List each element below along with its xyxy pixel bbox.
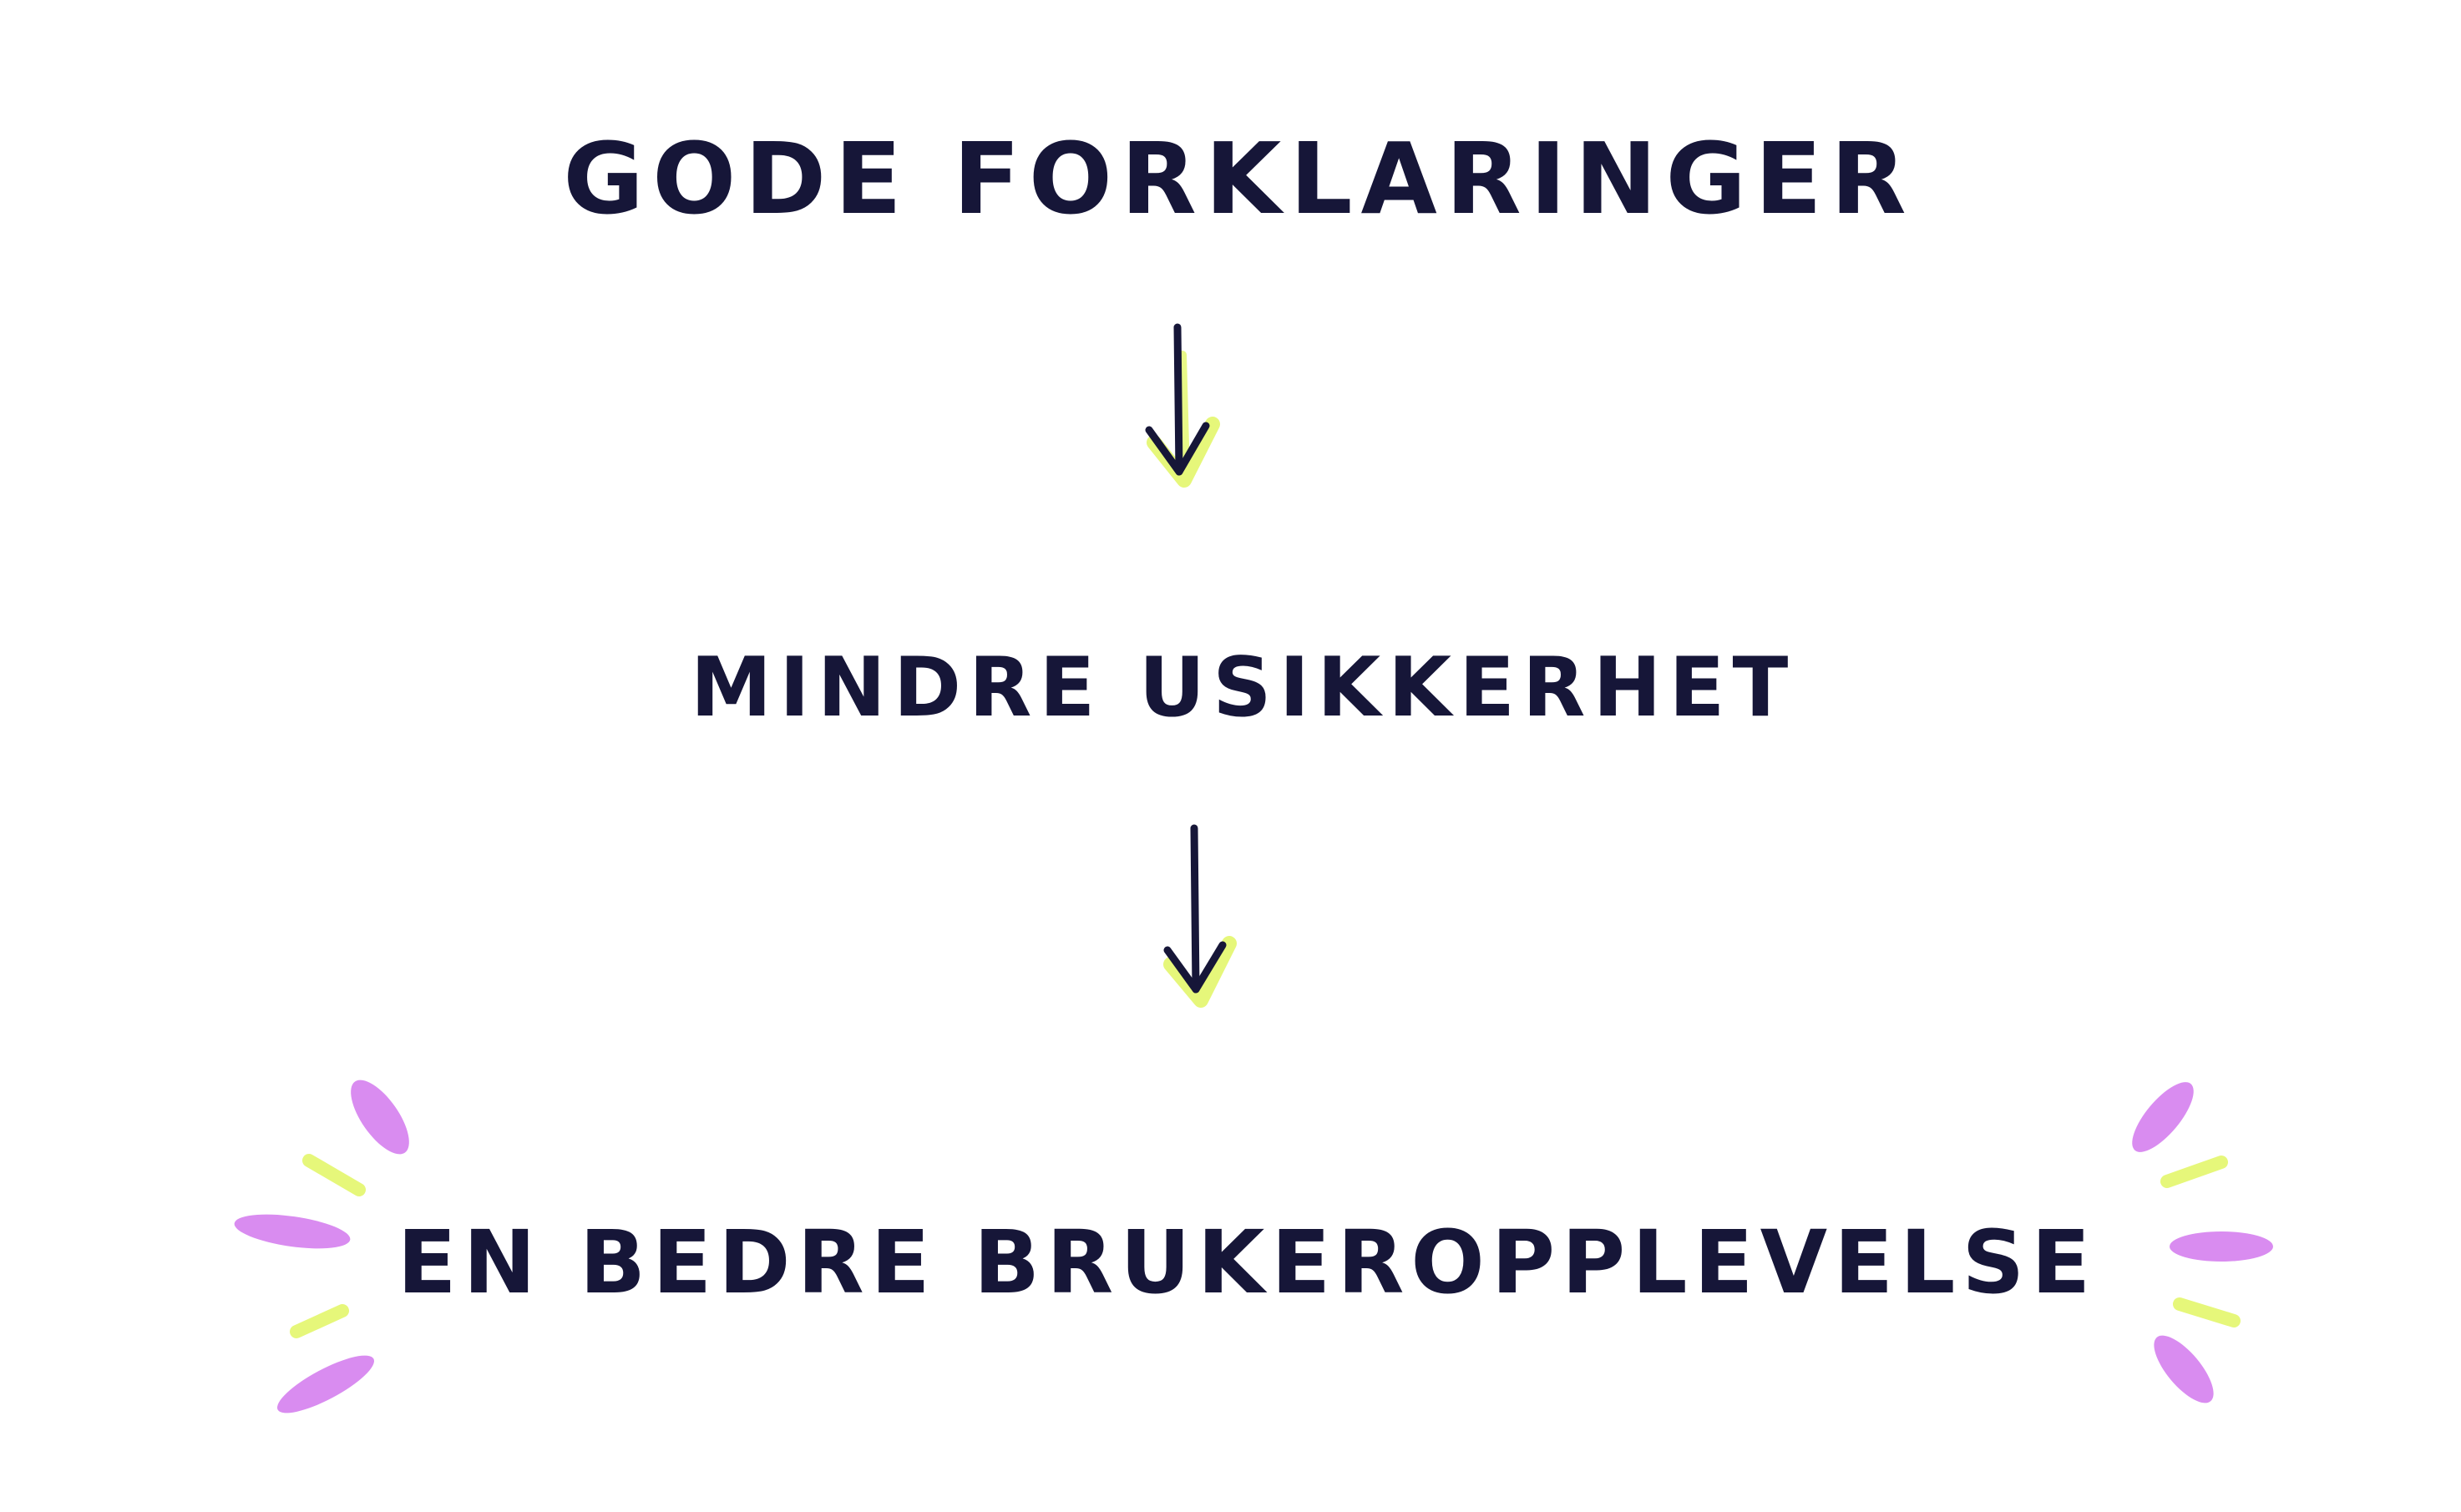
- sparkle-burst-icon: [234, 1080, 409, 1413]
- sparkle-burst-icon: [2132, 1082, 2273, 1403]
- step-mindre-usikkerhet: MINDRE USIKKERHET: [690, 640, 1796, 736]
- arrow-down-icon: [1145, 323, 1220, 488]
- step-en-bedre-brukeropplevelse: EN BEDRE BRUKEROPPLEVELSE: [397, 1211, 2098, 1313]
- arrow-down-icon: [1163, 824, 1237, 1008]
- step-gode-forklaringer: GODE FORKLARINGER: [563, 121, 1915, 236]
